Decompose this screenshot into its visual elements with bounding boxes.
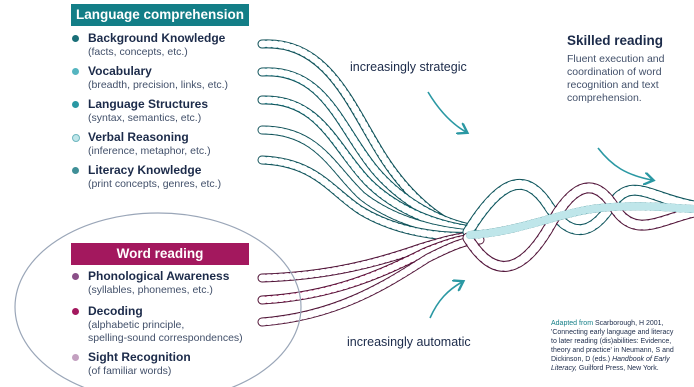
description-line: Fluent execution and (567, 53, 665, 65)
item-subtitle: (alphabetic principle, (88, 319, 185, 331)
citation-line: theory and practice' in Neumann, S and (551, 347, 674, 354)
item-title: Phonological Awareness (88, 269, 230, 283)
rope-strand-texture (258, 126, 478, 238)
bullet-dot (72, 354, 79, 361)
item-subtitle: (syllables, phonemes, etc.) (88, 284, 213, 296)
language-comprehension-header: Language comprehension (71, 4, 249, 26)
item-title: Background Knowledge (88, 31, 226, 45)
item-subtitle: (of familiar words) (88, 365, 172, 377)
strategic-arrow (427, 91, 466, 132)
citation: Adapted from Scarborough, H 2001, 'Conne… (551, 319, 674, 373)
item-subtitle: (print concepts, genres, etc.) (88, 178, 222, 190)
item-title: Language Structures (88, 97, 209, 111)
description-line: coordination of word (567, 66, 662, 78)
citation-line: Dickinson, D (eds.) (551, 356, 611, 363)
skilled-reading-description: Fluent execution and coordination of wor… (567, 53, 664, 105)
rope-strand-texture (258, 68, 474, 232)
bullet-dot (72, 101, 79, 108)
bullet-dot (72, 68, 79, 75)
bullet-dot (72, 134, 80, 142)
description-line: comprehension. (567, 92, 642, 104)
bullet-dot (72, 308, 79, 315)
rope-strand-outline (257, 67, 475, 233)
description-line: recognition and text (567, 79, 659, 91)
item-title: Literacy Knowledge (88, 163, 202, 177)
item-subtitle: (breadth, precision, links, etc.) (88, 79, 229, 91)
citation-source-prefix: Adapted from (551, 320, 594, 327)
citation-line: to later reading (dis)abilities: Evidenc… (551, 338, 672, 345)
citation-book-title: Handbook of Early (612, 356, 670, 363)
item-subtitle: (syntax, semantics, etc.) (88, 112, 202, 124)
rope-twist-texture (463, 183, 694, 271)
item-title: Verbal Reasoning (88, 130, 189, 144)
rope-strand-texture (258, 156, 480, 240)
bullet-dot (72, 35, 79, 42)
item-subtitle: (inference, metaphor, etc.) (88, 145, 211, 157)
item-title: Decoding (88, 304, 143, 318)
skilled-arrow (597, 147, 652, 180)
rope-strand-texture (258, 96, 476, 234)
word-reading-oval (14, 212, 302, 387)
automatic-arrow (429, 282, 462, 319)
item-subtitle: (facts, concepts, etc.) (88, 46, 188, 58)
bullet-dot (72, 167, 79, 174)
citation-line: Guilford Press, New York. (578, 365, 659, 372)
item-subtitle-line2: spelling-sound correspondences) (88, 332, 243, 344)
citation-line: 'Connecting early language and literacy (551, 329, 674, 336)
bullet-dot (72, 273, 79, 280)
item-title: Vocabulary (88, 64, 152, 78)
item-title: Sight Recognition (88, 350, 191, 364)
rope-core-texture (466, 202, 694, 239)
label-increasingly-automatic: increasingly automatic (347, 335, 471, 349)
word-reading-header: Word reading (71, 243, 249, 265)
rope-strand-texture (258, 236, 484, 326)
rope-strand (258, 68, 474, 232)
citation-book-title: Literacy, (551, 365, 577, 372)
citation-line: Scarborough, H 2001, (594, 320, 664, 327)
rope-twist-texture (463, 179, 694, 237)
label-increasingly-strategic: increasingly strategic (350, 60, 467, 74)
skilled-reading-title: Skilled reading (567, 33, 664, 48)
